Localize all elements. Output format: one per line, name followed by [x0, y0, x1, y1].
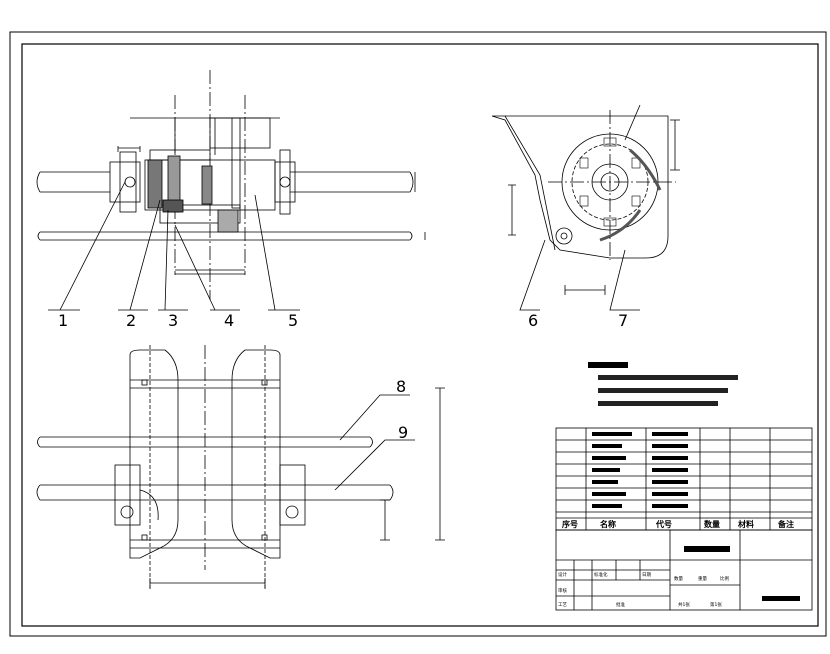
part-label-3: 3	[168, 311, 178, 330]
technical-notes	[588, 362, 738, 406]
part-label-8: 8	[396, 377, 406, 396]
bom-header-material: 材料	[738, 519, 754, 529]
title-date: 日期	[642, 572, 651, 578]
outer-frame	[9, 31, 827, 637]
bill-of-materials	[555, 427, 813, 531]
part-label-5: 5	[288, 311, 298, 330]
part-label-7: 7	[618, 311, 628, 330]
title-weight-label: 重量	[698, 575, 707, 582]
side-view	[491, 104, 680, 311]
plan-view	[36, 345, 445, 590]
bom-header-remark: 备注	[777, 519, 794, 529]
title-block: 设计 审核 工艺 标准化 批准 日期 数量 重量 比例 共1张 第1张	[558, 571, 729, 608]
part-label-2: 2	[126, 311, 136, 330]
inner-frame	[21, 43, 819, 627]
part-labels: 1 2 3 4 5 6 7 8 9	[58, 311, 628, 442]
title-review: 审核	[558, 587, 567, 594]
title-block-filler	[684, 546, 800, 601]
bom-header-seq: 序号	[562, 519, 578, 529]
bom-rows-filler	[592, 432, 688, 508]
part-label-1: 1	[58, 311, 68, 330]
title-scale-label: 比例	[720, 575, 729, 582]
part-label-6: 6	[528, 311, 538, 330]
bom-header: 序号 名称 代号 数量 材料 备注	[562, 519, 794, 529]
title-sheet-total: 共1张	[678, 601, 690, 608]
title-approve: 批准	[616, 601, 625, 608]
part-label-4: 4	[224, 311, 234, 330]
part-label-9: 9	[398, 423, 408, 442]
title-sheet-index: 第1张	[710, 601, 722, 608]
front-view	[36, 70, 426, 311]
bom-header-name: 名称	[600, 519, 616, 529]
title-design: 设计	[558, 571, 567, 578]
title-block-frame	[555, 529, 813, 611]
bom-header-code: 代号	[655, 519, 672, 529]
title-qty-label: 数量	[674, 575, 683, 582]
bom-header-qty: 数量	[704, 519, 720, 529]
title-craft: 工艺	[558, 602, 567, 608]
title-standard: 标准化	[594, 571, 608, 578]
